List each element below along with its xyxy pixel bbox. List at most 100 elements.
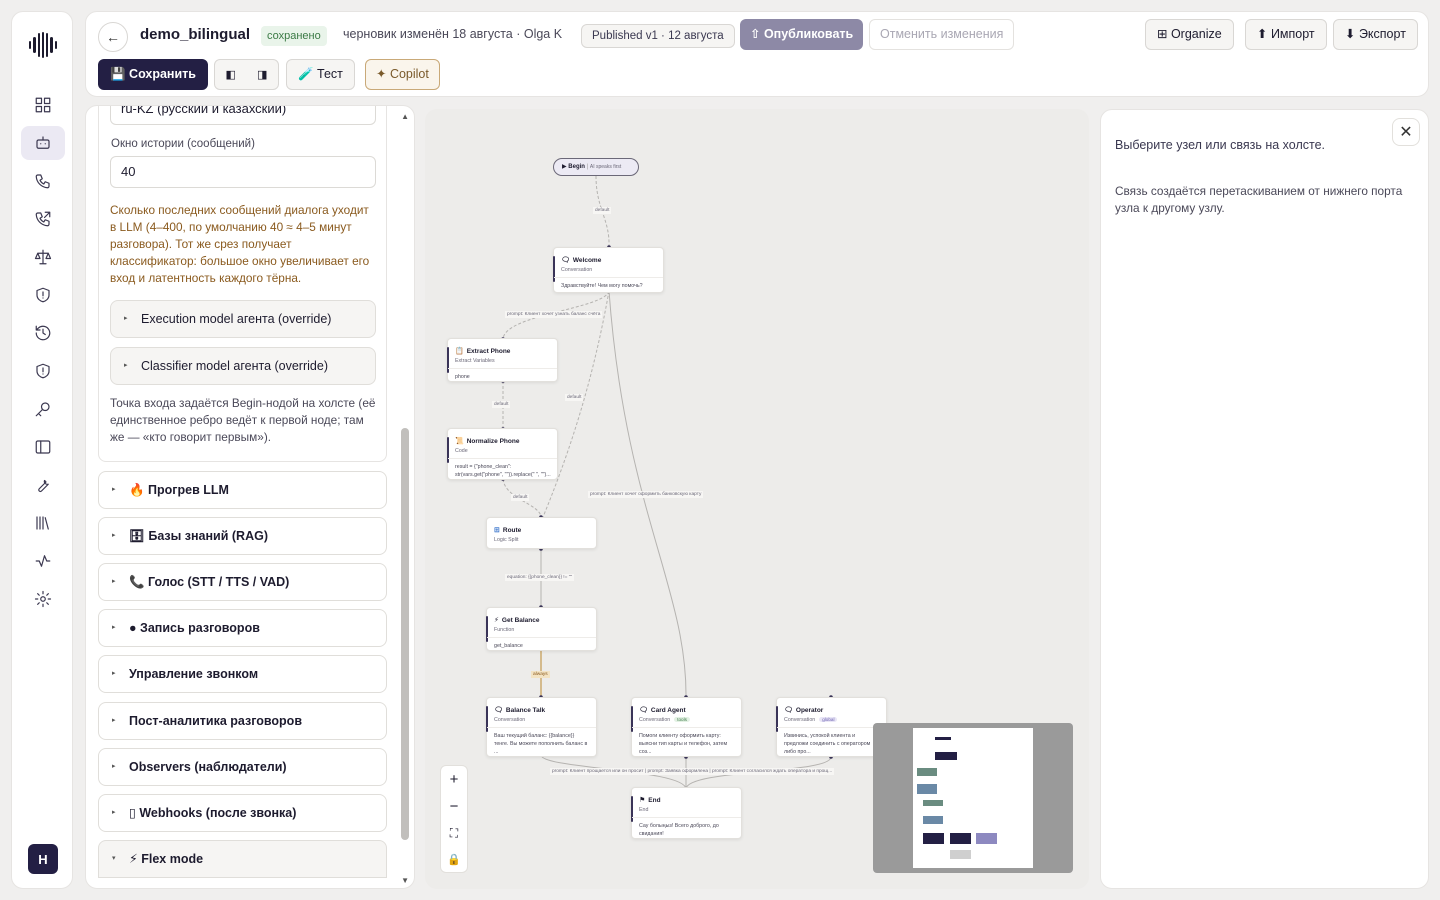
section-webhooks[interactable]: ▸▯ Webhooks (после звонка) <box>98 794 387 832</box>
function-icon: ⚡ <box>494 617 499 624</box>
begin-node[interactable]: ▶ Begin | AI speaks first <box>553 158 639 176</box>
phone-icon[interactable] <box>21 164 65 198</box>
node-get-balance[interactable]: ⚡Get Balance Function get_balance <box>486 607 597 651</box>
shield-icon[interactable] <box>21 278 65 312</box>
tools-badge: tools <box>674 717 690 722</box>
section-voice[interactable]: ▸📞 Голос (STT / TTS / VAD) <box>98 563 387 601</box>
history-icon[interactable] <box>21 316 65 350</box>
library-icon[interactable] <box>21 506 65 540</box>
test-button[interactable]: 🧪 Тест <box>286 59 355 90</box>
minimap-viewport[interactable] <box>913 728 1033 868</box>
activity-icon[interactable] <box>21 544 65 578</box>
node-end[interactable]: ⚑End End Сау болыңыз! Всего доброго, до … <box>631 787 742 839</box>
published-version-badge: Published v1 · 12 августа <box>581 24 735 48</box>
edge-label[interactable]: prompt: Клиент хочет узнать баланс счёта <box>505 311 603 318</box>
shield-alert-icon[interactable] <box>21 354 65 388</box>
agent-settings-panel: ru-KZ (русский и казахский) Окно истории… <box>85 105 415 889</box>
section-post-analytics[interactable]: ▸Пост-аналитика разговоров <box>98 702 387 740</box>
edge-label[interactable]: prompt: Клиент прощается или он просит |… <box>550 768 835 775</box>
back-button[interactable]: ← <box>98 22 128 52</box>
phone-outgoing-icon[interactable] <box>21 202 65 236</box>
edge-label[interactable]: default <box>593 207 612 214</box>
fit-view-icon[interactable]: ⛶ <box>449 826 459 840</box>
language-select[interactable]: ru-KZ (русский и казахский) <box>110 106 376 125</box>
edge-label[interactable]: default <box>565 394 584 401</box>
section-knowledge-bases[interactable]: ▸🗄 Базы знаний (RAG) <box>98 517 387 555</box>
chat-icon: 🗨 <box>561 257 570 264</box>
scroll-up-icon[interactable]: ▲ <box>401 112 409 121</box>
chat-icon: 🗨 <box>784 707 793 714</box>
inspector-title: Выберите узел или связь на холсте. <box>1115 138 1326 152</box>
wrench-icon[interactable] <box>21 468 65 502</box>
node-route[interactable]: ⊞Route Logic Split <box>486 517 597 549</box>
entry-point-hint: Точка входа задаётся Begin-нодой на холс… <box>110 396 376 444</box>
sidebar-icon[interactable] <box>21 430 65 464</box>
zoom-out-icon[interactable]: − <box>449 798 459 815</box>
bot-icon[interactable] <box>21 126 65 160</box>
section-call-control[interactable]: ▸Управление звонком <box>98 655 387 693</box>
chevron-right-icon: ▸ <box>112 809 116 816</box>
inspector-hint: Связь создаётся перетаскиванием от нижне… <box>1115 184 1403 215</box>
history-window-label: Окно истории (сообщений) <box>111 138 255 150</box>
chevron-right-icon: ▸ <box>124 362 128 369</box>
history-window-hint: Сколько последних сообщений диалога уход… <box>110 203 370 285</box>
flow-canvas[interactable]: ▶ Begin | AI speaks first default prompt… <box>425 109 1089 889</box>
history-window-input[interactable]: 40 <box>110 156 376 188</box>
layout-left-icon[interactable]: ◧ <box>225 69 236 81</box>
inspector-panel: ✕ Выберите узел или связь на холсте. Свя… <box>1100 109 1429 889</box>
section-recording[interactable]: ▸● Запись разговоров <box>98 609 387 647</box>
chat-icon: 🗨 <box>494 707 503 714</box>
execution-model-override[interactable]: ▸Execution model агента (override) <box>110 300 376 338</box>
close-icon[interactable]: ✕ <box>1392 118 1420 146</box>
classifier-model-override[interactable]: ▸Classifier model агента (override) <box>110 347 376 385</box>
chevron-right-icon: ▸ <box>124 315 128 322</box>
llm-settings-card: ru-KZ (русский и казахский) Окно истории… <box>98 106 387 462</box>
scroll-down-icon[interactable]: ▼ <box>401 876 409 885</box>
section-observers[interactable]: ▸Observers (наблюдатели) <box>98 748 387 786</box>
lock-icon[interactable]: 🔒 <box>447 854 461 866</box>
export-button[interactable]: ⬇ Экспорт <box>1333 19 1418 50</box>
section-llm-warmup[interactable]: ▸🔥 Прогрев LLM <box>98 471 387 509</box>
node-balance-talk[interactable]: 🗨Balance Talk Conversation Ваш текущий б… <box>486 697 597 757</box>
chevron-right-icon: ▸ <box>112 717 116 724</box>
layout-right-icon[interactable]: ◨ <box>257 69 268 81</box>
chevron-right-icon: ▸ <box>112 763 116 770</box>
settings-scrollbar[interactable] <box>401 428 409 840</box>
save-button[interactable]: 💾 Сохранить <box>98 59 208 90</box>
gear-icon[interactable] <box>21 582 65 616</box>
organize-button[interactable]: ⊞ Organize <box>1145 19 1234 50</box>
split-icon: ⊞ <box>494 527 500 534</box>
edge-label[interactable]: default <box>492 401 511 408</box>
global-badge: global <box>819 717 838 722</box>
saved-status-badge: сохранено <box>261 26 327 46</box>
edge-label-always[interactable]: always <box>531 671 550 678</box>
editor-header: ← demo_bilingual сохранено черновик изме… <box>85 11 1429 97</box>
node-normalize-phone[interactable]: 📜Normalize Phone Code result = {"phone_c… <box>447 428 558 480</box>
edge-label[interactable]: default <box>511 494 530 501</box>
left-rail: H <box>11 11 73 889</box>
publish-button[interactable]: ⇧ Опубликовать <box>740 19 864 50</box>
node-welcome[interactable]: 🗨Welcome Conversation Здравствуйте! Чем … <box>553 247 664 293</box>
zoom-in-icon[interactable]: + <box>449 771 459 788</box>
dashboard-icon[interactable] <box>21 88 65 122</box>
discard-changes-button[interactable]: Отменить изменения <box>869 19 1015 50</box>
chevron-right-icon: ▸ <box>112 670 116 677</box>
chat-icon: 🗨 <box>639 707 648 714</box>
import-button[interactable]: ⬆ Импорт <box>1245 19 1327 50</box>
key-icon[interactable] <box>21 392 65 426</box>
node-extract-phone[interactable]: 📋Extract Phone Extract Variables phone <box>447 338 558 382</box>
code-icon: 📜 <box>455 438 464 445</box>
scale-icon[interactable] <box>21 240 65 274</box>
chevron-right-icon: ▸ <box>112 486 116 493</box>
edge-label[interactable]: prompt: Клиент хочет оформить банковскую… <box>588 491 704 498</box>
section-flex-mode[interactable]: ▾⚡ Flex mode <box>98 840 387 878</box>
draft-status-text: черновик изменён 18 августа · Olga K <box>343 27 563 41</box>
app-logo[interactable] <box>29 32 57 58</box>
clipboard-icon: 📋 <box>455 348 464 355</box>
user-avatar[interactable]: H <box>28 844 58 874</box>
canvas-minimap[interactable] <box>873 723 1073 873</box>
copilot-button[interactable]: ✦ Copilot <box>365 59 440 90</box>
edge-label[interactable]: equation: {{phone_clean}} != "" <box>505 574 575 581</box>
